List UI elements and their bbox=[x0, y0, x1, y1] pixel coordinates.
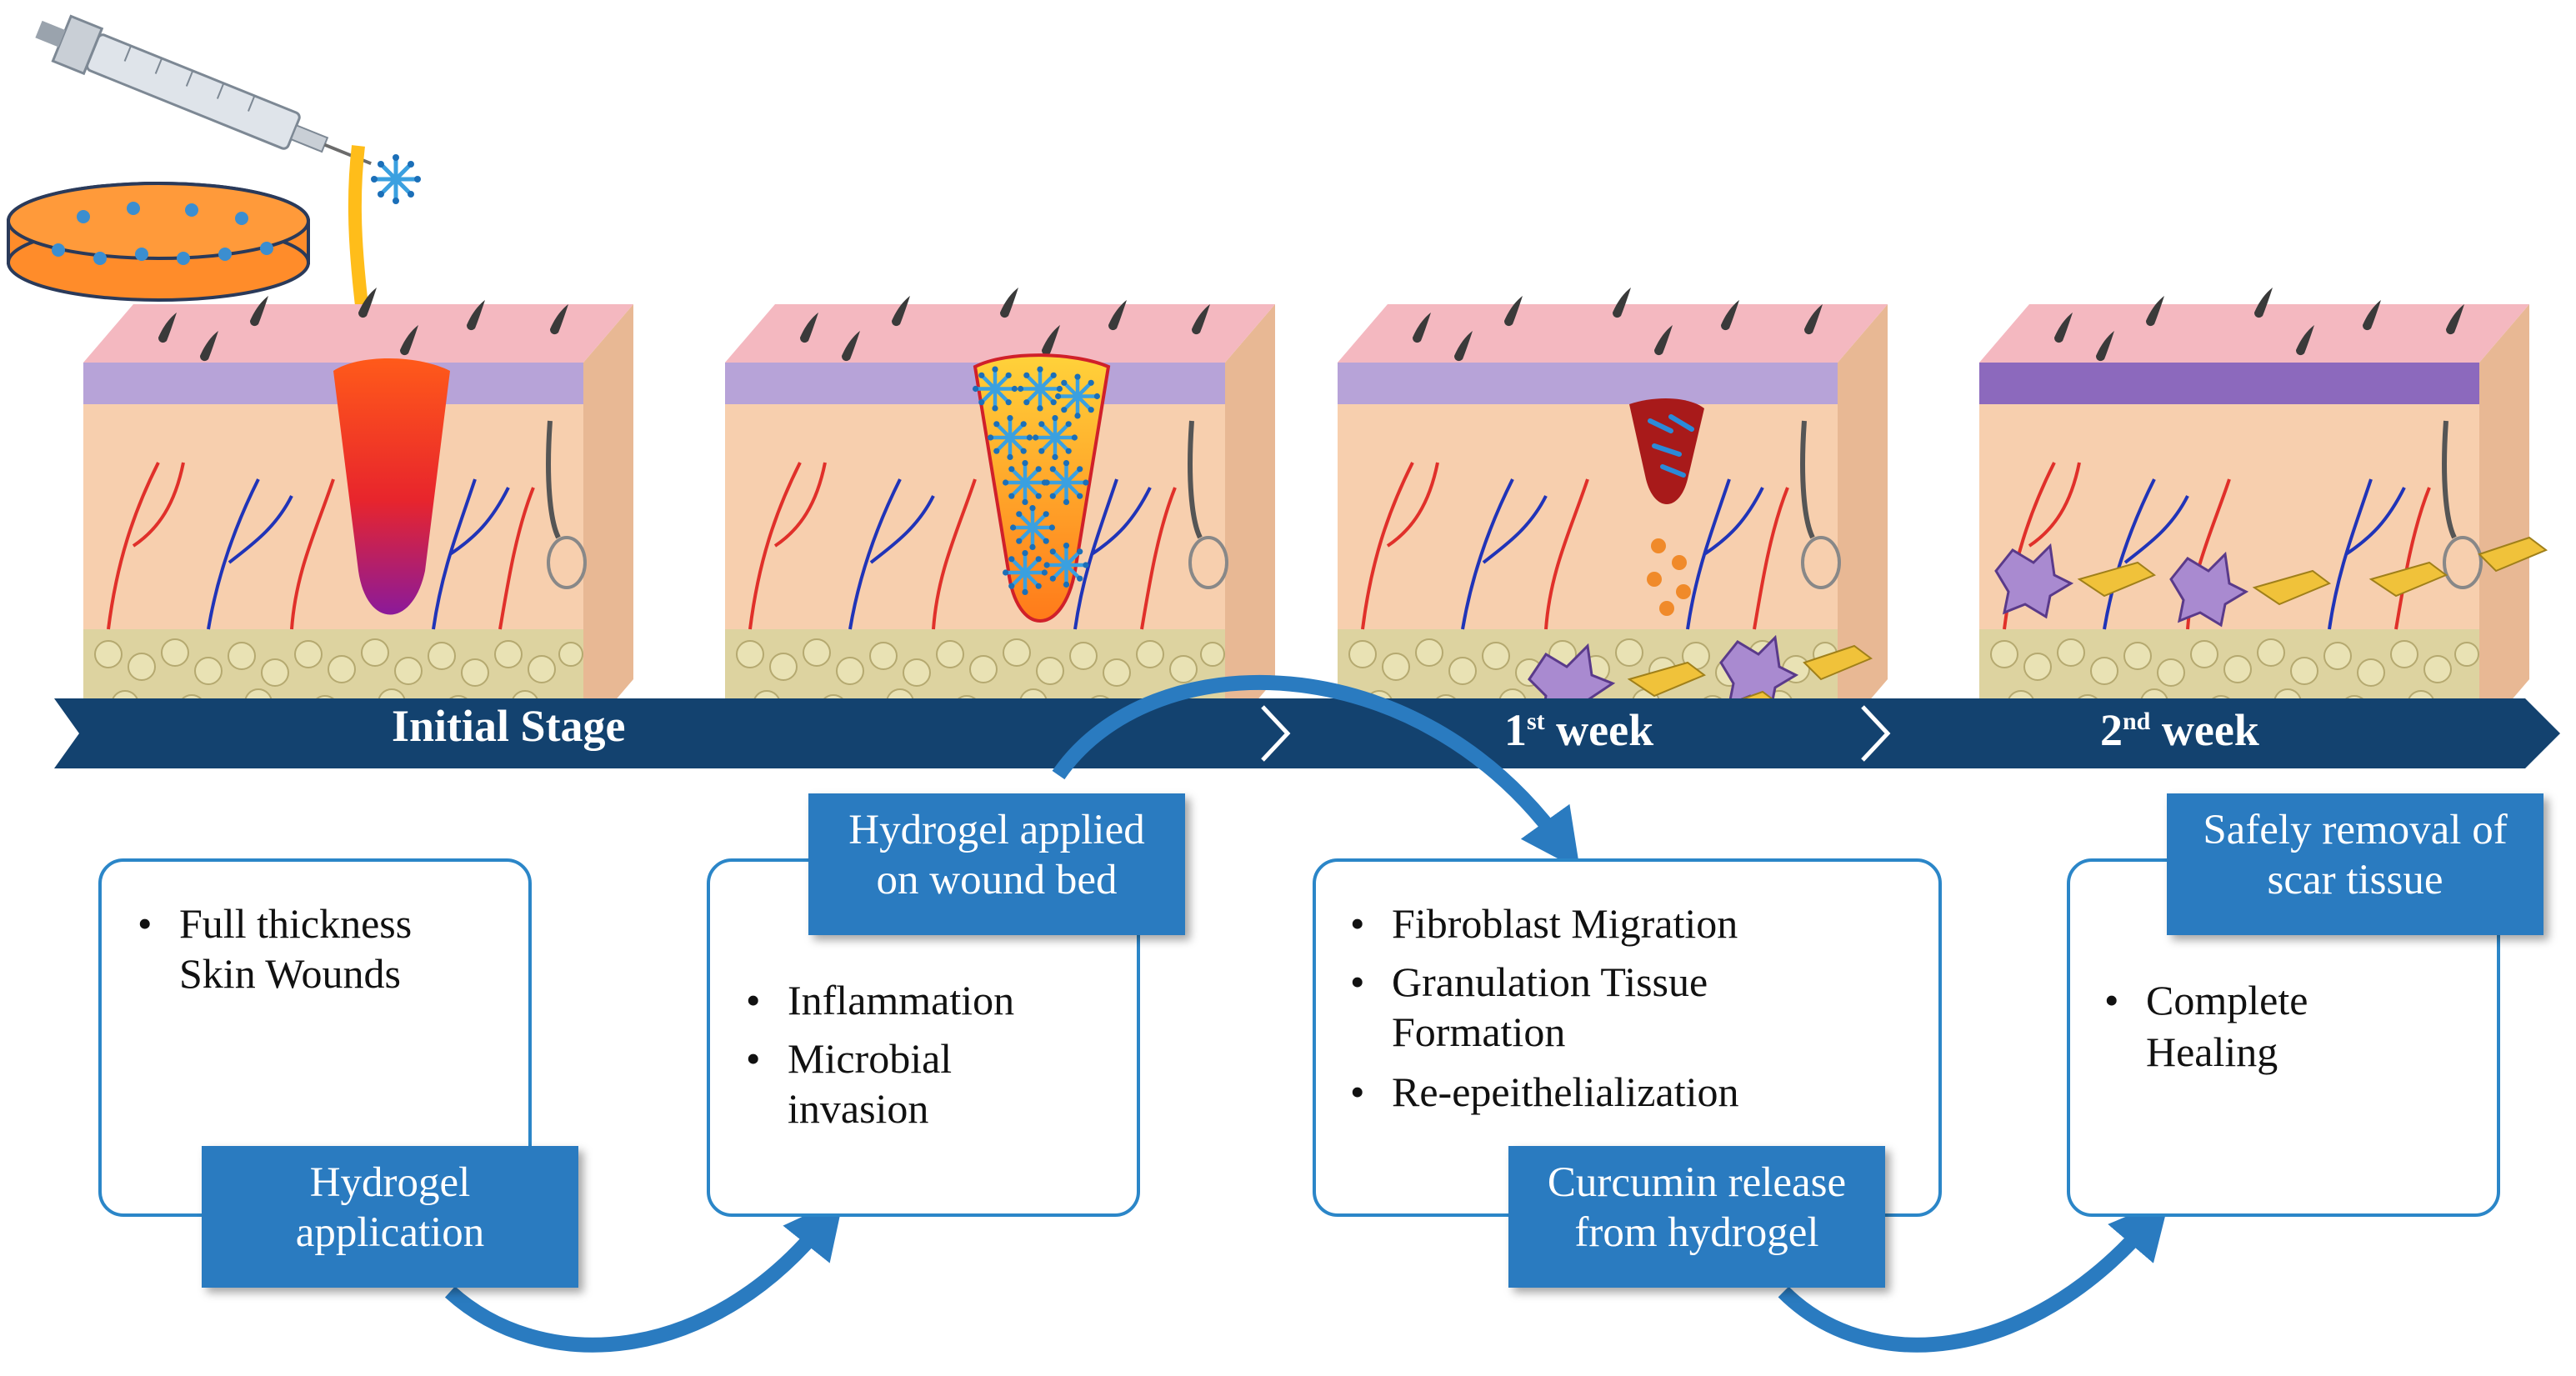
syringe-icon bbox=[35, 14, 372, 166]
card-bullet-cont: invasion bbox=[788, 1085, 929, 1132]
skin-block-first-week bbox=[1338, 288, 1888, 738]
card-bullet-cont: Healing bbox=[2146, 1028, 2278, 1075]
card-bullet: •Full thickness bbox=[138, 900, 413, 947]
skin-block-initial bbox=[83, 288, 633, 738]
timeline-stage-first-week: 1st week bbox=[1504, 705, 1654, 755]
curved-arrow-icon bbox=[1052, 674, 1580, 871]
wound-icon bbox=[333, 358, 450, 615]
timeline-band bbox=[54, 698, 2560, 768]
card-bullet-cont: Formation bbox=[1392, 1008, 1566, 1055]
timeline-stage-second-week: 2nd week bbox=[2100, 705, 2259, 755]
timeline-chevron bbox=[1861, 705, 1891, 762]
card-bullet: •Granulation Tissue bbox=[1350, 958, 1708, 1005]
card-bullet: •Complete bbox=[2104, 977, 2308, 1023]
card-bullet: •Fibroblast Migration bbox=[1350, 900, 1738, 947]
curved-arrow-icon bbox=[1778, 1198, 2170, 1353]
curcumin-micelle-icon bbox=[371, 154, 421, 204]
curved-arrow-icon bbox=[444, 1197, 844, 1353]
card-bullet: •Inflammation bbox=[746, 977, 1015, 1023]
petri-dish-icon bbox=[7, 182, 310, 302]
card-bullet: •Re-epeithelialization bbox=[1350, 1068, 1739, 1115]
card-bullet-cont: Skin Wounds bbox=[179, 950, 401, 997]
timeline-stage-initial: Initial Stage bbox=[392, 701, 626, 751]
timeline-chevron bbox=[1261, 705, 1291, 762]
skin-block-hydrogel bbox=[725, 288, 1275, 738]
card-bullet: •Microbial bbox=[746, 1035, 953, 1082]
skin-block-second-week bbox=[1979, 288, 2548, 738]
